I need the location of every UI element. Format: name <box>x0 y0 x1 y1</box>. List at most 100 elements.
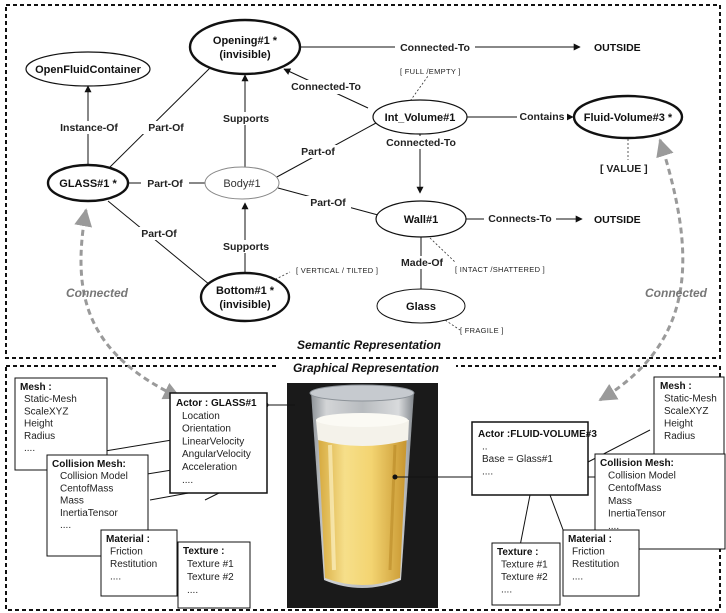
texture-right-item: Texture #1 <box>501 560 548 571</box>
mesh-right-item: Static-Mesh <box>664 394 717 405</box>
mesh-left-item: .... <box>24 443 35 454</box>
actor-glass-item: AngularVelocity <box>182 449 251 460</box>
link-fluid-material-right <box>549 494 566 536</box>
edge-label-part-of-wall: Part-Of <box>310 197 346 209</box>
box-texture-left <box>177 541 251 609</box>
semantic-frame <box>5 4 721 359</box>
node-fluid-volume <box>572 94 684 140</box>
edge-label-part-of-int: Part-of <box>301 146 335 158</box>
edge-label-connected-to-opening: Connected-To <box>291 81 361 93</box>
annotation-value: [ VALUE ] <box>600 163 648 175</box>
node-glass1 <box>46 163 130 203</box>
graphical-section-title: Graphical Representation <box>293 361 439 375</box>
edge-label-supports-bottom: Supports <box>223 241 269 253</box>
node-label-opening-2: (invisible) <box>219 49 271 61</box>
box-actor-fluid <box>471 421 589 496</box>
edge-label-contains: Contains <box>520 111 565 123</box>
actor-glass-item: .... <box>182 475 193 486</box>
box-text-group: Mesh :Static-MeshScaleXYZHeightRadius...… <box>20 381 717 596</box>
collision-left-item: Mass <box>60 496 84 507</box>
outside-top: OUTSIDE <box>594 42 641 54</box>
collision-left-title: Collision Mesh: <box>52 459 126 470</box>
actor-fluid-item: Base = Glass#1 <box>482 454 553 465</box>
graphical-label-bg <box>276 360 456 375</box>
connected-label-left: Connected <box>66 286 129 300</box>
material-left-item: .... <box>110 572 121 583</box>
box-mesh-right <box>653 376 725 464</box>
collision-right-title: Collision Mesh: <box>600 458 674 469</box>
texture-right-item: Texture #2 <box>501 572 548 583</box>
actor-fluid-item: .... <box>482 467 493 478</box>
node-opening <box>188 18 302 76</box>
leader-intact <box>429 237 456 263</box>
edge-label-part-of-opening: Part-Of <box>148 122 184 134</box>
node-label-fluid-volume: Fluid-Volume#3 * <box>584 112 673 124</box>
semantic-section-title: Semantic Representation <box>297 338 441 352</box>
node-label-glass1: GLASS#1 * <box>59 178 117 190</box>
mesh-left-title: Mesh : <box>20 382 52 393</box>
node-label-bottom-2: (invisible) <box>219 299 271 311</box>
material-left-item: Friction <box>110 547 143 558</box>
mesh-right-item: Height <box>664 419 693 430</box>
collision-right-item: .... <box>608 521 619 532</box>
actor-fluid-title: Actor :FLUID-VOLUME#3 <box>478 429 597 440</box>
edge-label-made-of: Made-Of <box>401 257 444 269</box>
material-right-item: Friction <box>572 547 605 558</box>
node-label-bottom-1: Bottom#1 * <box>216 285 275 297</box>
mesh-left-item: Height <box>24 419 53 430</box>
box-actor-glass <box>169 392 268 494</box>
actor-glass-item: Orientation <box>182 424 231 435</box>
edge-glass-bottom <box>107 200 211 286</box>
texture-left-item: Texture #1 <box>187 559 234 570</box>
box-texture-right <box>491 542 561 606</box>
actor-glass-item: Location <box>182 411 220 422</box>
mesh-left-item: Static-Mesh <box>24 394 77 405</box>
collision-left-item: InertiaTensor <box>60 508 118 519</box>
edge-label-part-of-bottom: Part-Of <box>141 228 177 240</box>
material-right-item: .... <box>572 572 583 583</box>
node-label-glass-material: Glass <box>406 301 436 313</box>
glass-render-image <box>287 383 438 608</box>
box-material-right <box>562 529 640 597</box>
edge-label-connected-to-top: Connected-To <box>400 42 470 54</box>
actor-glass-item: LinearVelocity <box>182 436 244 447</box>
semantic-label-bg <box>283 337 455 353</box>
texture-left-item: .... <box>187 585 198 596</box>
render-anchor-dot <box>392 474 398 480</box>
actor-glass-item: Acceleration <box>182 462 237 473</box>
node-body1 <box>204 166 280 200</box>
material-right-title: Material : <box>568 534 612 545</box>
mesh-right-title: Mesh : <box>660 381 692 392</box>
box-material-left <box>100 529 178 597</box>
collision-left-item: Collision Model <box>60 471 128 482</box>
edge-glass-opening <box>109 61 217 168</box>
edge-label-connects-to: Connects-To <box>488 213 551 225</box>
leader-full-empty <box>407 75 429 105</box>
edge-label-connected-to-wall: Connected-To <box>386 137 456 149</box>
material-left-title: Material : <box>106 534 150 545</box>
actor-glass-title: Actor : GLASS#1 <box>176 398 257 409</box>
material-left-item: Restitution <box>110 559 157 570</box>
node-label-wall: Wall#1 <box>404 214 438 226</box>
node-int-volume <box>372 99 468 135</box>
node-wall <box>375 200 467 238</box>
connected-label-right: Connected <box>645 286 708 300</box>
node-label-int-volume: Int_Volume#1 <box>385 112 456 124</box>
texture-left-title: Texture : <box>183 546 225 557</box>
annotation-intact-shattered: [ INTACT /SHATTERED ] <box>455 265 545 274</box>
node-glass-material <box>376 288 466 324</box>
mesh-left-item: Radius <box>24 431 55 442</box>
collision-right-item: Collision Model <box>608 471 676 482</box>
collision-right-item: CentofMass <box>608 483 661 494</box>
node-open-fluid-container <box>25 51 151 87</box>
connector-left <box>74 208 182 400</box>
collision-left-item: .... <box>60 520 71 531</box>
mesh-right-item: ScaleXYZ <box>664 406 708 417</box>
collision-right-item: InertiaTensor <box>608 508 666 519</box>
edge-label-part-of-body: Part-Of <box>147 178 183 190</box>
mesh-right-item: Radius <box>664 431 695 442</box>
node-bottom <box>199 271 291 323</box>
link-fluid-texture-right <box>519 494 531 547</box>
mesh-left-item: ScaleXYZ <box>24 406 68 417</box>
